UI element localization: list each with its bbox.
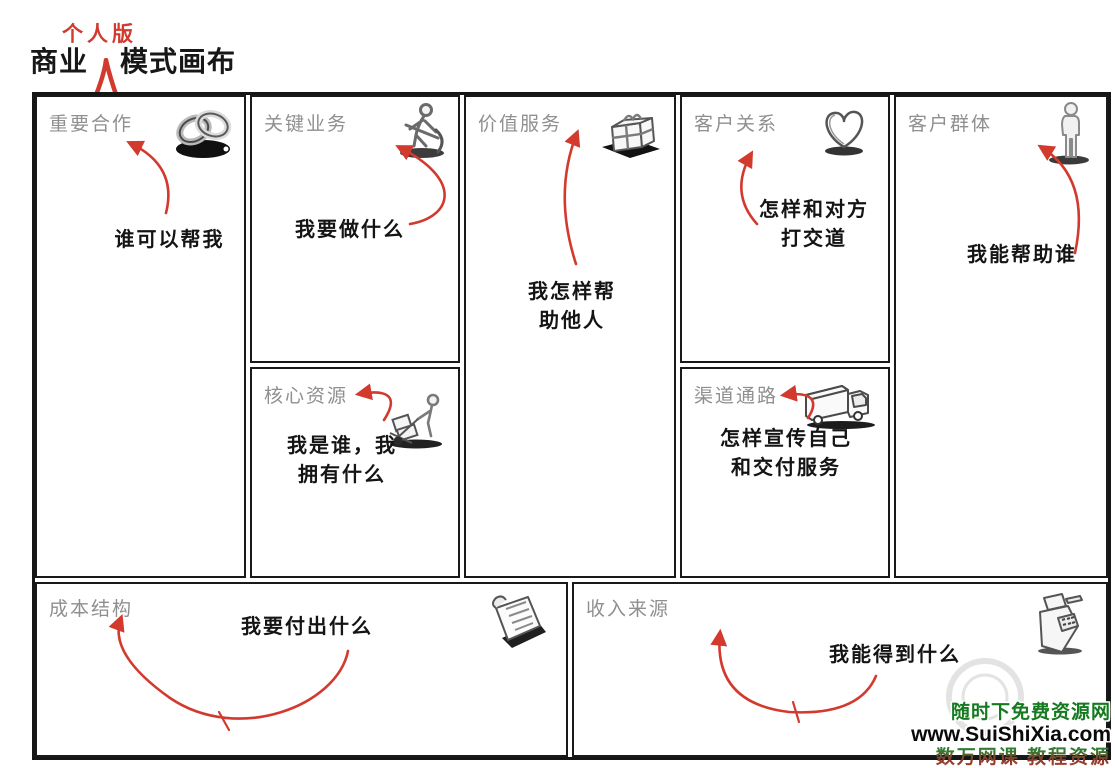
chain-links-icon — [176, 110, 232, 158]
handtruck-icon — [389, 393, 442, 449]
block-question: 我要付出什么 — [241, 614, 373, 638]
page-header: 个人版 商业 模式画布 — [30, 12, 330, 102]
block-label: 核心资源 — [264, 386, 349, 407]
heart-icon — [825, 110, 864, 156]
block-label: 收入来源 — [586, 599, 671, 620]
block-question: 我能得到什么 — [829, 642, 961, 666]
block-label: 客户群体 — [908, 114, 993, 135]
block-label: 重要合作 — [49, 114, 134, 135]
canvas-frame — [32, 92, 1111, 760]
watermark-site-url: www.SuiShiXia.com — [911, 723, 1111, 747]
block-key-activities: 关键业务 我要做什么 — [250, 95, 460, 363]
block-label: 成本结构 — [49, 599, 134, 620]
block-cost-structure: 成本结构 我要付出什么 — [35, 582, 568, 757]
watermark: 随时下免费资源网 www.SuiShiXia.com 数万网课 教程资源 — [911, 702, 1111, 768]
block-label: 渠道通路 — [694, 386, 779, 407]
block-value-services: 价值服务 我怎样帮 助他人 — [464, 95, 676, 578]
block-label: 关键业务 — [264, 114, 349, 135]
watermark-site-name: 随时下免费资源网 — [950, 701, 1111, 723]
delivery-truck-icon — [805, 385, 875, 429]
block-key-partners: 重要合作 谁可以帮我 — [35, 95, 246, 578]
cash-register-icon — [1038, 593, 1083, 655]
block-label: 客户关系 — [694, 114, 779, 135]
receipt-icon — [492, 595, 546, 648]
block-customer-relationships: 客户关系 怎样和对方 打交道 — [680, 95, 890, 363]
block-customer-segments: 客户群体 我能帮助谁 — [894, 95, 1108, 578]
standing-person-icon — [1049, 102, 1089, 165]
block-channels: 渠道通路 怎样宣传自己 和交付服务 — [680, 367, 890, 578]
watermark-tagline: 数万网课 教程资源 — [911, 747, 1111, 768]
gift-box-icon — [602, 113, 660, 158]
page-title: 商业 模式画布 — [30, 40, 236, 80]
page-title-prefix: 商业 — [30, 45, 89, 78]
page-title-suffix: 模式画布 — [120, 45, 237, 78]
block-question: 我是谁，我 拥有什么 — [287, 433, 397, 486]
block-question: 谁可以帮我 — [114, 227, 225, 251]
worker-pickaxe-icon — [400, 103, 444, 158]
block-question: 我要做什么 — [295, 217, 405, 241]
edition-note: 个人版 — [62, 22, 137, 46]
block-label: 价值服务 — [478, 114, 563, 135]
block-key-resources: 核心资源 我是谁，我 拥有什么 — [250, 367, 460, 578]
block-question: 怎样宣传自己 和交付服务 — [720, 426, 852, 479]
block-question: 怎样和对方 打交道 — [759, 197, 869, 250]
block-question: 我能帮助谁 — [967, 242, 1077, 266]
block-question: 我怎样帮 助他人 — [528, 279, 616, 332]
